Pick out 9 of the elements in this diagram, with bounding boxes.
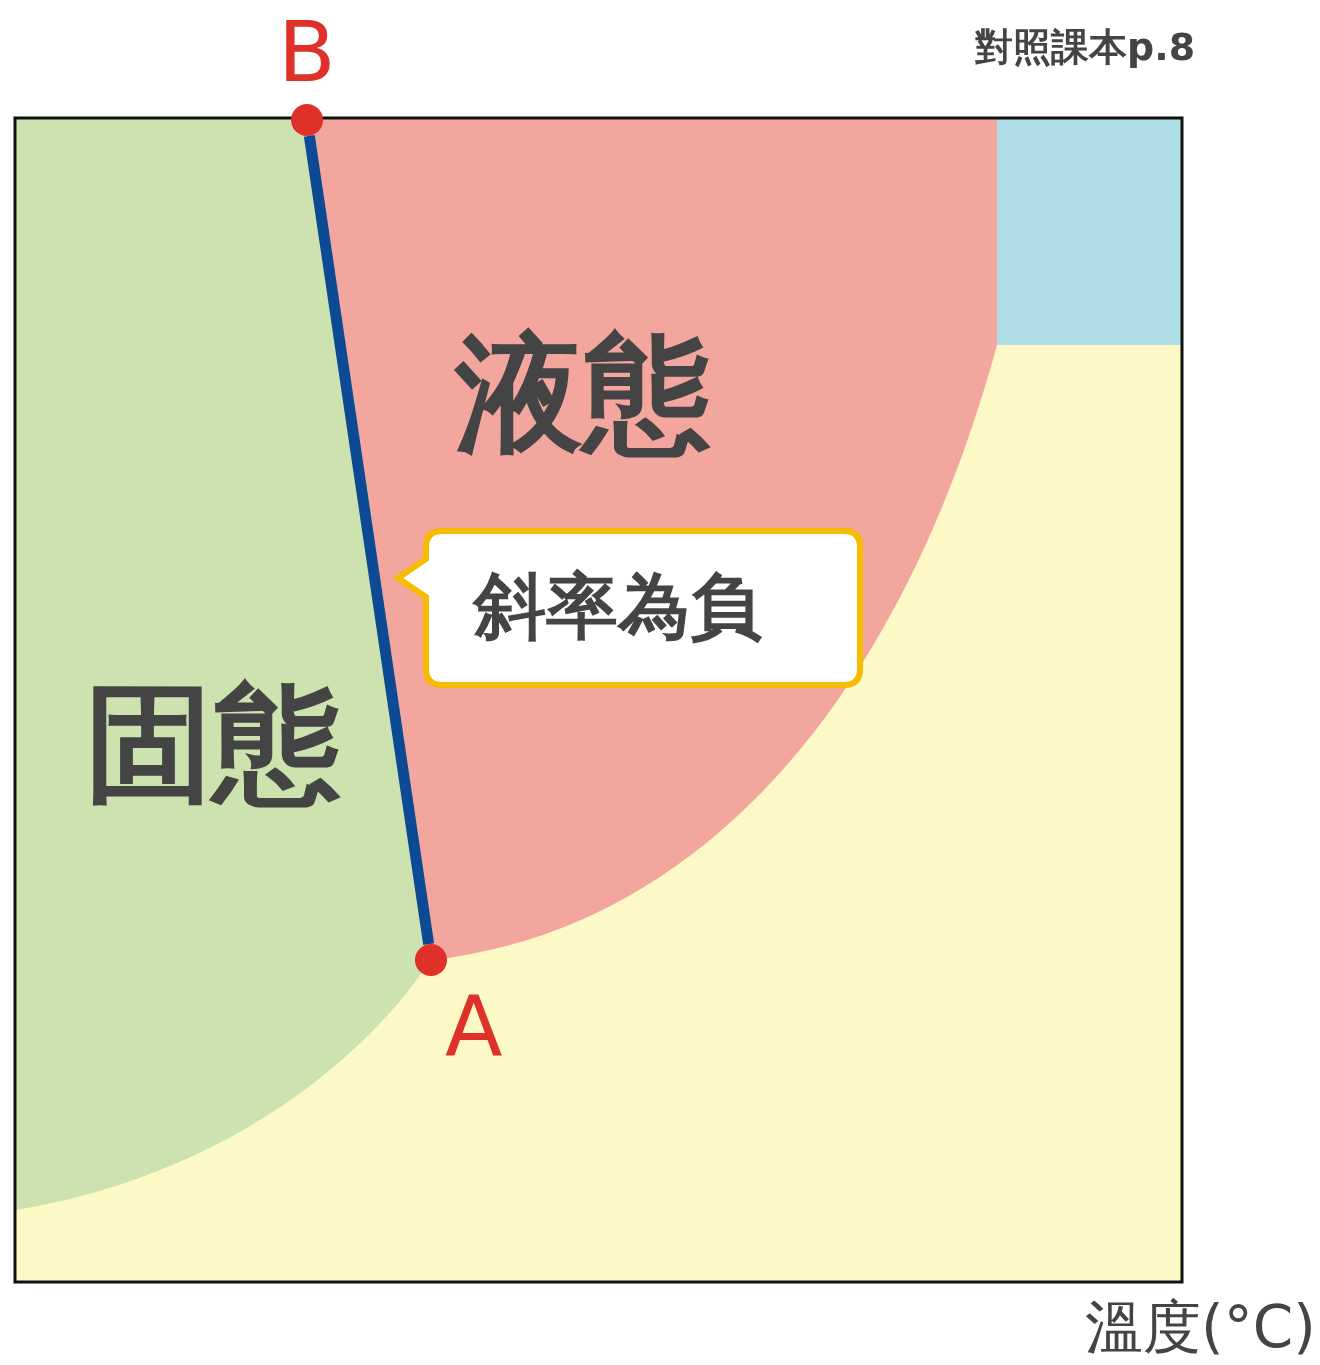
point-letter: A xyxy=(445,985,503,1069)
point-dot xyxy=(291,104,323,136)
axis-label: 溫度(°C) xyxy=(1085,1298,1316,1356)
phase-label: 固態 xyxy=(85,680,341,808)
callout-text: 斜率為負 xyxy=(474,570,762,642)
phase-boundary-line xyxy=(303,135,435,945)
point-letter: B xyxy=(278,10,336,94)
note-text: 對照課本p.8 xyxy=(975,28,1196,66)
callout-bubble xyxy=(392,525,866,691)
